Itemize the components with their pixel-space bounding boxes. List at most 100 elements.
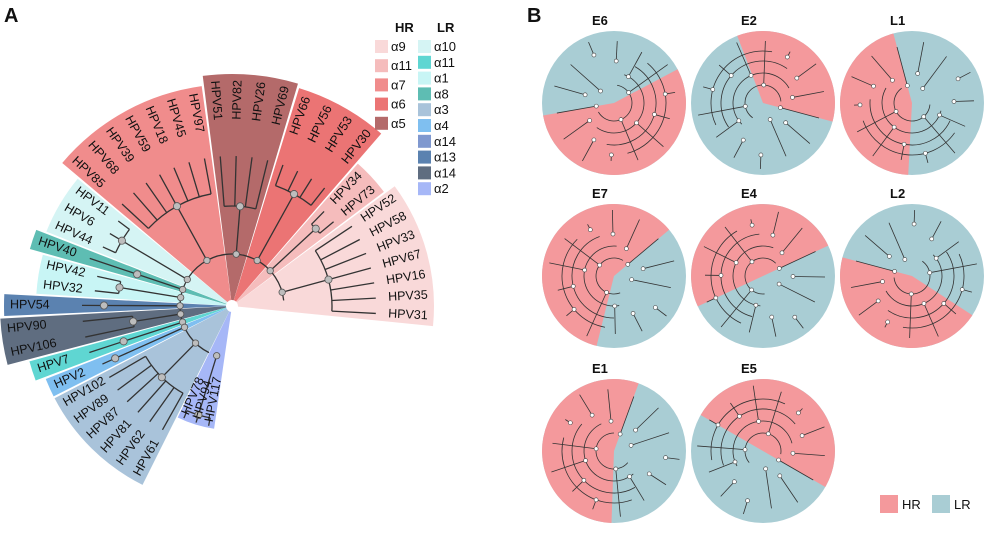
mini-branch-arc: [893, 87, 931, 122]
mini-branch: [628, 64, 668, 93]
mini-branch-arc: [571, 423, 636, 494]
clade-stem: [235, 206, 241, 255]
mini-branch: [858, 300, 879, 316]
mini-node: [941, 301, 947, 306]
legend-label: α5: [391, 116, 406, 131]
mini-node: [652, 112, 657, 117]
mini-node: [748, 73, 754, 78]
mini-branch: [620, 119, 639, 161]
mini-branch: [552, 442, 597, 450]
mini-branch-arc: [720, 60, 788, 128]
mini-branch: [698, 105, 746, 116]
mini-branch: [771, 316, 777, 337]
mini-node: [933, 255, 939, 261]
mini-branch: [931, 221, 942, 240]
mini-branch: [851, 76, 874, 87]
hr-region: [840, 257, 973, 348]
legend-swatch: [418, 134, 431, 148]
mini-branch-arc: [744, 84, 782, 119]
mini-node: [790, 95, 795, 100]
mini-branch: [785, 122, 811, 144]
mini-node: [609, 152, 614, 158]
mini-branch: [614, 305, 616, 334]
gene-tree-title: E1: [592, 361, 608, 376]
mini-node: [777, 266, 782, 271]
leaf-branch: [89, 340, 124, 354]
mini-node: [794, 75, 800, 81]
legend-swatch: [418, 55, 431, 69]
mini-branch-arc: [744, 257, 777, 295]
mini-node: [710, 87, 716, 92]
clade-stem: [136, 273, 183, 291]
mini-node: [955, 76, 961, 82]
mini-branch: [923, 116, 956, 154]
hr-region: [543, 69, 687, 176]
tree-node: [176, 302, 184, 310]
mini-node: [613, 466, 619, 472]
mini-branch: [742, 500, 748, 515]
mini-node: [581, 477, 587, 483]
mini-node: [618, 117, 624, 122]
mini-node: [790, 274, 796, 279]
mini-node: [663, 455, 668, 460]
mini-branch: [625, 219, 640, 249]
mini-node: [582, 92, 588, 98]
mini-branch: [872, 126, 895, 157]
mini-node: [732, 459, 738, 465]
mini-branch: [929, 263, 977, 274]
mini-branch-arc: [887, 251, 955, 319]
hr-region: [691, 204, 829, 307]
mini-branch: [632, 313, 643, 332]
hr-lr-legend: HR LR: [880, 495, 971, 513]
leaf-branch: [117, 364, 152, 391]
clade-stem: [121, 240, 188, 281]
gene-tree-e6: E6: [542, 13, 687, 176]
mini-branch-arc: [720, 408, 796, 466]
hr-region: [541, 378, 639, 523]
tree-node: [177, 310, 185, 318]
hr-region: [839, 33, 912, 175]
mini-branch-arc: [732, 245, 774, 307]
mini-node: [587, 118, 592, 123]
legend-swatch: [418, 103, 431, 117]
mini-node: [625, 262, 631, 267]
mini-branch: [792, 452, 825, 457]
clade-stem: [197, 355, 218, 416]
mini-branch: [619, 396, 635, 435]
legend-label: α11: [391, 58, 412, 73]
mini-branch: [654, 114, 670, 120]
mini-node: [901, 141, 907, 147]
mini-branch-arc: [710, 50, 773, 126]
legend-label: α9: [391, 39, 406, 54]
mini-node: [736, 118, 742, 124]
leaf-branch: [97, 275, 121, 283]
clade-stem: [269, 228, 317, 272]
mini-node: [593, 497, 599, 503]
mini-node: [756, 419, 761, 424]
mini-node: [743, 104, 748, 109]
clade-sector: [45, 308, 227, 397]
mini-branch-arc: [627, 62, 667, 154]
mini-node: [633, 427, 638, 433]
clade-sector: [29, 307, 227, 381]
leaf-branch: [121, 203, 149, 229]
mini-node: [591, 52, 597, 58]
tree-node: [119, 337, 128, 346]
mini-node: [740, 137, 746, 143]
tree-node: [129, 317, 138, 326]
mini-node: [608, 418, 614, 424]
legend-label: α6: [391, 97, 406, 112]
mini-branch: [570, 64, 601, 92]
mini-node: [892, 269, 897, 274]
legend-swatch: [418, 40, 431, 53]
gene-tree-title: L1: [890, 13, 905, 28]
mini-branch: [781, 227, 803, 254]
leaf-label: HPV32: [42, 277, 83, 295]
mini-node: [763, 466, 768, 472]
mini-branch-arc: [595, 432, 629, 470]
mini-node: [929, 236, 935, 242]
mini-node: [630, 311, 636, 316]
mini-node: [758, 152, 764, 158]
leaf-branch: [320, 238, 361, 261]
